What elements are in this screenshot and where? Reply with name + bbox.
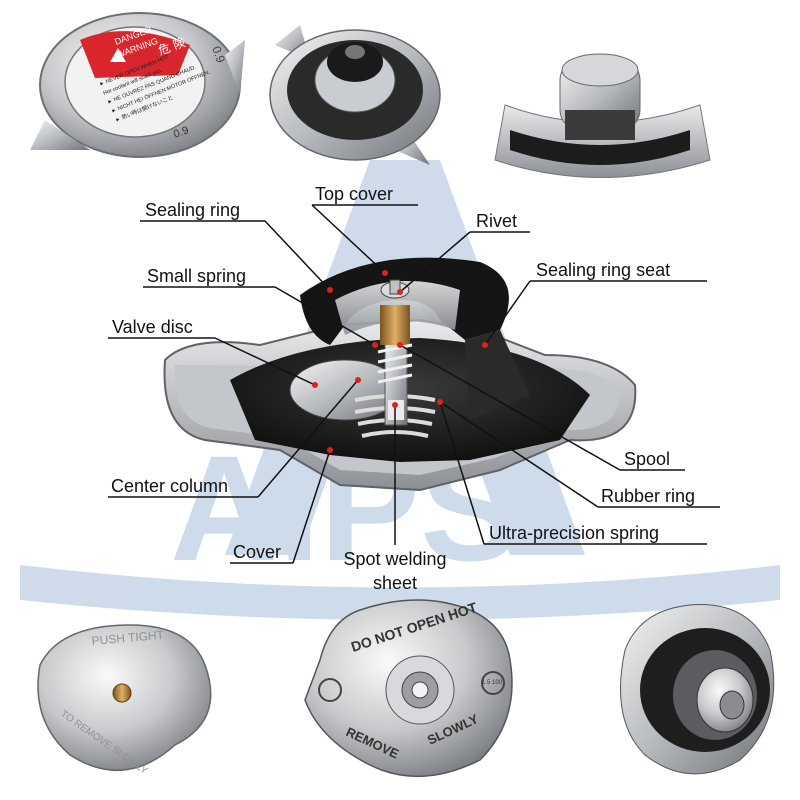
label-center-column: Center column (111, 476, 229, 496)
label-rivet: Rivet (476, 211, 518, 231)
sealing-ring-seat-part (465, 330, 530, 420)
warning-triangle-icon (110, 48, 126, 62)
marker-top-cover (382, 270, 388, 276)
label-sealing-ring: Sealing ring (145, 200, 241, 220)
cap-photo-do-not-open-hot: DO NOT OPEN HOT REMOVE SLOWLY 1.5 100 (304, 599, 513, 778)
marker-rubber-ring (437, 399, 443, 405)
cap-photo-warning-label: DANGER WARNING 危 険 ► NEVER OPEN WHEN HOT… (30, 12, 245, 158)
marker-center-column (355, 377, 361, 383)
marker-spool (397, 342, 403, 348)
marker-sealing-ring (327, 287, 333, 293)
spool-part (380, 305, 410, 345)
push-tight-text: PUSH TIGHT (91, 628, 165, 648)
label-top-cover: Top cover (315, 184, 394, 204)
warning-red-band (80, 31, 190, 78)
label-spot-welding-line1: Spot welding (343, 549, 447, 569)
marker-spot-welding (392, 402, 398, 408)
label-rubber-ring: Rubber ring (601, 486, 696, 506)
watermark-swoosh (20, 565, 780, 620)
label-ultra-precision-spring: Ultra-precision spring (489, 523, 660, 543)
cap-photo-underside-detail (620, 604, 775, 775)
label-valve-disc: Valve disc (112, 317, 193, 337)
label-spool: Spool (624, 449, 671, 469)
cap-photo-push-tight: PUSH TIGHT TO REMOVE SLOWLY (37, 624, 212, 777)
leader-lines (108, 204, 720, 564)
marker-rivet (397, 289, 403, 295)
top-cover-part (300, 257, 509, 345)
marker-sealing-ring-seat (482, 342, 488, 348)
rating-badge-text: 1.5 100 (482, 680, 503, 686)
marker-small-spring (372, 342, 378, 348)
brass-rivet-icon (112, 683, 132, 703)
label-cover: Cover (233, 542, 282, 562)
pressure-rating-edge: 0.9 (209, 44, 228, 65)
valve-disc-part (289, 359, 401, 421)
pressure-rating-front: 0.9 (172, 124, 190, 141)
small-spring-part (377, 343, 413, 384)
label-sealing-ring-seat: Sealing ring seat (536, 260, 671, 280)
marker-cover (327, 447, 333, 453)
marker-valve-disc (312, 382, 318, 388)
cap-photo-underside-angled (269, 25, 441, 165)
part-markers (312, 270, 488, 453)
label-spot-welding-line2: sheet (372, 573, 418, 593)
label-small-spring: Small spring (147, 266, 247, 286)
cap-photo-side-view (494, 53, 711, 178)
